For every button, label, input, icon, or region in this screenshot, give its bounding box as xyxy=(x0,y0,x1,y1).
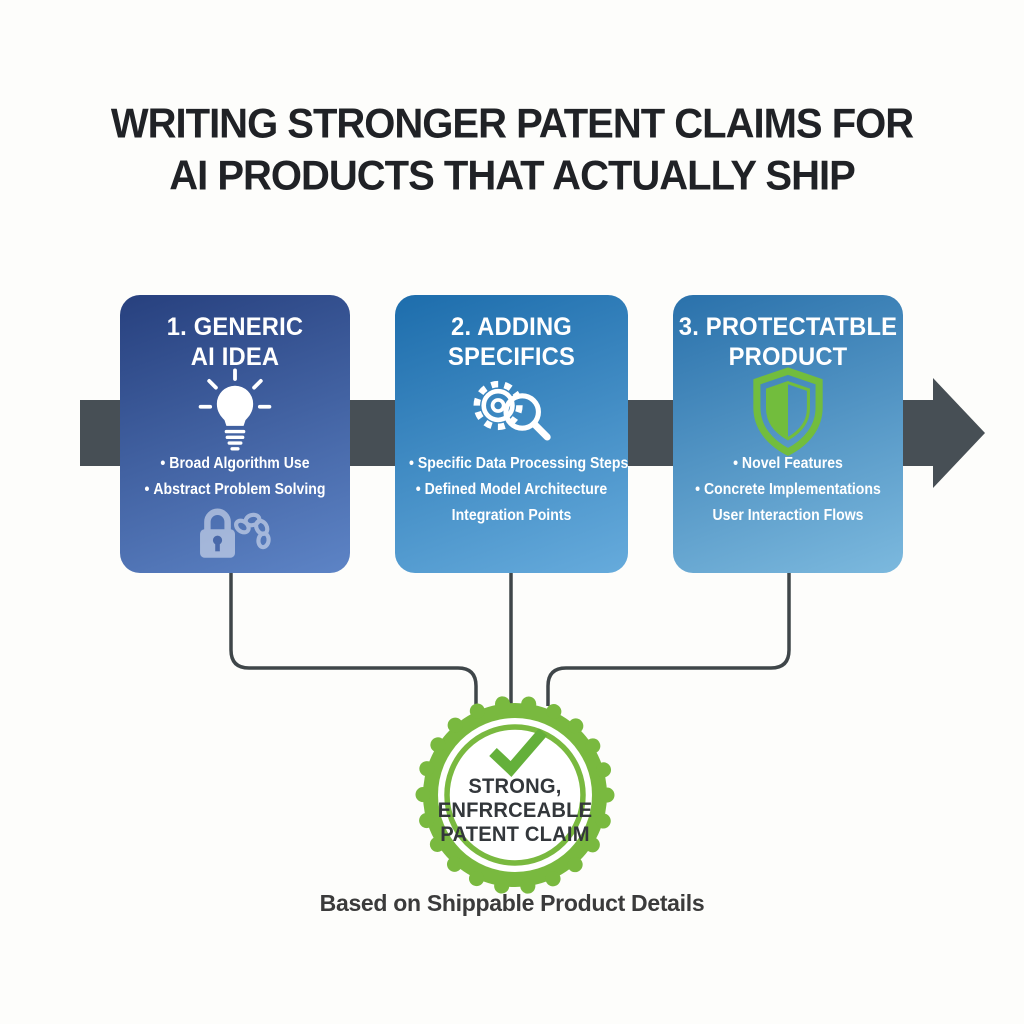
card-2: 2. ADDING SPECIFICS Specific Data Proces… xyxy=(395,295,628,573)
lightbulb-icon xyxy=(120,365,350,459)
badge-text-line1: STRONG, xyxy=(468,775,562,798)
connector-left xyxy=(229,572,478,706)
gear-magnifier-icon xyxy=(395,365,628,459)
connector-lines xyxy=(229,572,791,706)
caption: Based on Shippable Product Details xyxy=(319,890,705,916)
badge-text-line3: PATENT CLAIM xyxy=(440,823,590,846)
card-2-title: 2. ADDING SPECIFICS xyxy=(401,312,622,372)
shield-icon xyxy=(673,365,903,459)
card-2-title-line1: 2. ADDING xyxy=(451,313,572,341)
card-3-bullets: Novel Features Concrete Implementations … xyxy=(687,451,889,529)
seal-icon xyxy=(415,695,615,895)
card-1-title-line1: 1. GENERIC xyxy=(166,313,304,341)
connector-right xyxy=(546,572,791,706)
bullet-item: Concrete Implementations xyxy=(687,477,889,503)
card-3-title-line1: 3. PROTECTATBLE xyxy=(678,313,898,341)
badge-text: STRONG, ENFRRCEABLE PATENT CLAIM xyxy=(415,775,615,847)
card-1-title-line2: AI IDEA xyxy=(190,343,280,371)
bullet-item: Abstract Problem Solving xyxy=(134,477,336,503)
card-2-title-line2: SPECIFICS xyxy=(447,343,576,371)
page-title: WRITING STRONGER PATENT CLAIMS FOR AI PR… xyxy=(0,98,1024,202)
bullet-item: User Interaction Flows xyxy=(712,507,864,524)
bullet-item: Novel Features xyxy=(687,451,889,477)
page-title-line1: WRITING STRONGER PATENT CLAIMS FOR xyxy=(110,101,914,147)
card-3-title-line2: PRODUCT xyxy=(728,343,848,371)
result-badge: STRONG, ENFRRCEABLE PATENT CLAIM xyxy=(411,691,619,899)
bullet-item: Broad Algorithm Use xyxy=(134,451,336,477)
checkmark-icon xyxy=(489,728,548,777)
page-title-line2: AI PRODUCTS THAT ACTUALLY SHIP xyxy=(169,153,856,199)
badge-text-line2: ENFRRCEABLE xyxy=(437,799,593,822)
card-2-bullets: Specific Data Processing Steps Defined M… xyxy=(409,451,628,529)
bullet-item: Specific Data Processing Steps xyxy=(409,451,628,477)
card-3-title: 3. PROTECTATBLE PRODUCT xyxy=(679,312,898,372)
padlock-chain-icon xyxy=(120,503,350,561)
bullet-item: Defined Model Architecture xyxy=(409,477,614,503)
bullet-item: Integration Points xyxy=(451,507,572,524)
card-1-bullets: Broad Algorithm Use Abstract Problem Sol… xyxy=(134,451,336,503)
card-1-title: 1. GENERIC AI IDEA xyxy=(126,312,345,372)
card-1: 1. GENERIC AI IDEA xyxy=(120,295,350,573)
card-3: 3. PROTECTATBLE PRODUCT Novel Features C… xyxy=(673,295,903,573)
